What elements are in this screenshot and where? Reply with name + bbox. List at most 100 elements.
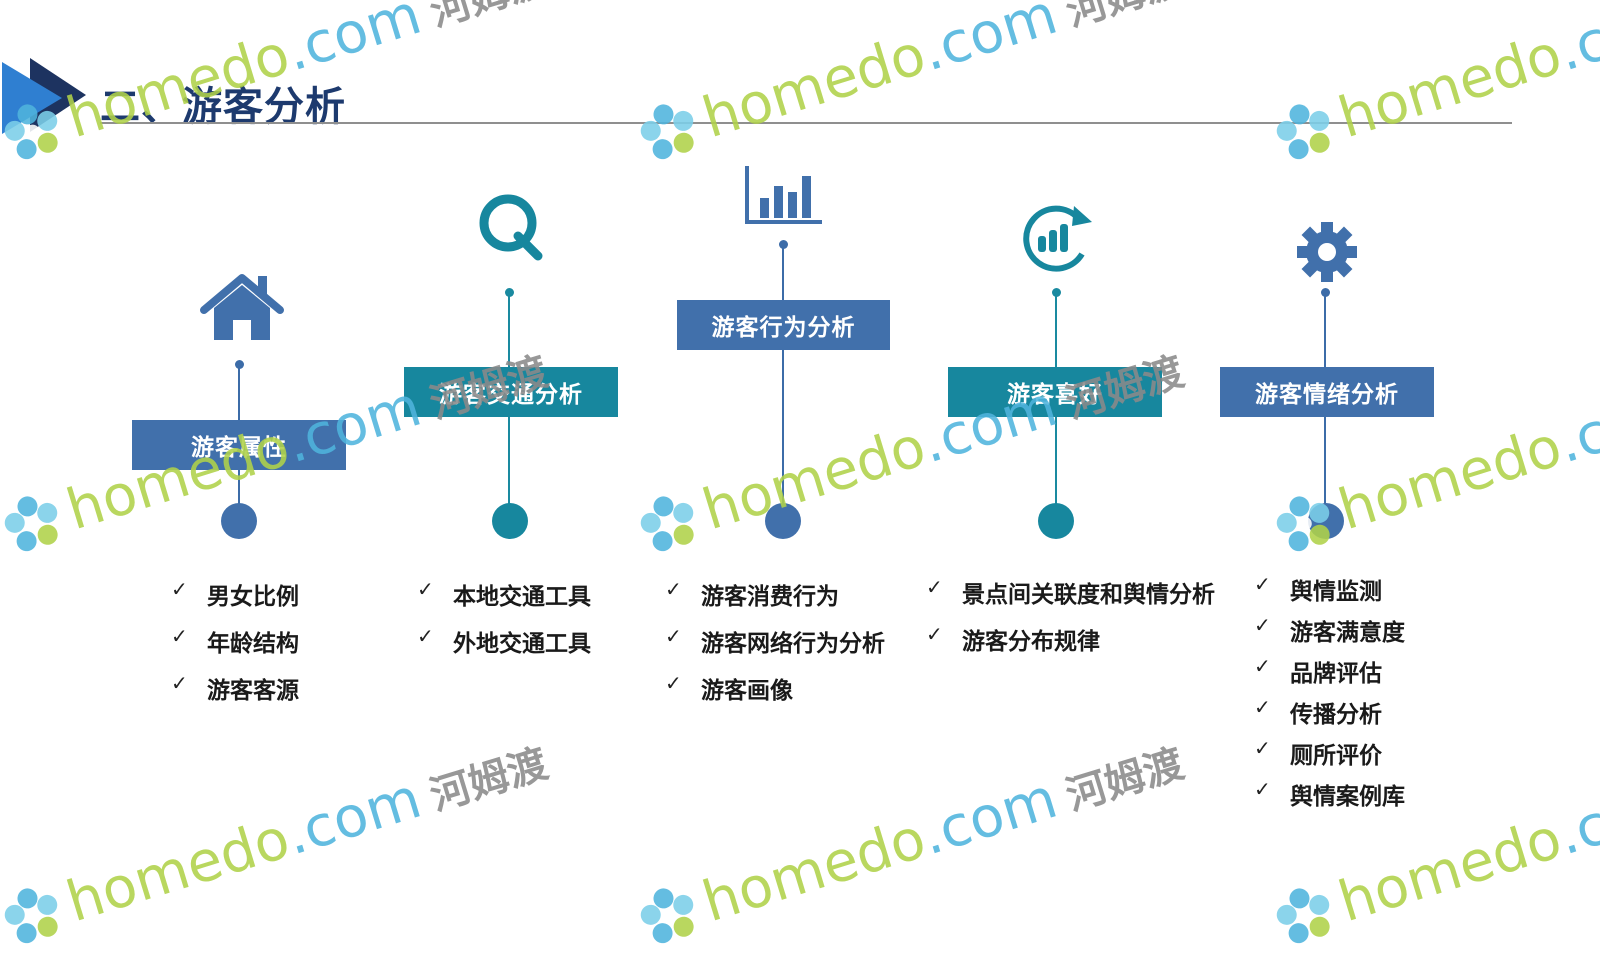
timeline-node (1308, 503, 1344, 539)
item-text: 厕所评价 (1290, 743, 1382, 769)
check-icon: ✓ (417, 577, 434, 601)
watermark-text: homedo (695, 22, 934, 152)
check-icon: ✓ (1254, 654, 1271, 678)
watermark-flower-icon (640, 495, 694, 551)
watermark-flower-icon (1276, 103, 1330, 159)
check-icon: ✓ (171, 624, 188, 648)
watermark-domain: .com (914, 0, 1065, 85)
item-list-attributes: ✓ 男女比例 ✓ 年龄结构 ✓ 游客客源 (171, 577, 299, 718)
item-text: 游客画像 (701, 678, 793, 704)
watermark-flower-icon (640, 887, 694, 943)
item-text: 游客满意度 (1290, 620, 1405, 646)
item-text: 游客消费行为 (701, 584, 839, 610)
watermark-cn: 河姆渡 (1058, 0, 1190, 37)
watermark-flower-icon (4, 495, 58, 551)
watermark-text: homedo (1331, 806, 1570, 936)
watermark-cn: 河姆渡 (422, 0, 554, 37)
check-icon: ✓ (665, 671, 682, 695)
list-item: ✓ 厕所评价 (1254, 736, 1405, 777)
item-list-behavior: ✓ 游客消费行为 ✓ 游客网络行为分析 ✓ 游客画像 (665, 577, 885, 718)
item-text: 游客网络行为分析 (701, 631, 885, 657)
label-box-preference: 游客喜好 (948, 367, 1162, 417)
bar-chart-icon (745, 166, 822, 224)
list-item: ✓ 游客分布规律 (926, 622, 1215, 669)
watermark-cn: 河姆渡 (1060, 740, 1190, 820)
item-text: 外地交通工具 (453, 631, 591, 657)
cycle-chart-icon (1023, 205, 1092, 272)
timeline-node (765, 503, 801, 539)
item-text: 游客客源 (207, 678, 299, 704)
watermark-domain: .com (278, 765, 429, 869)
item-text: 游客分布规律 (962, 629, 1100, 655)
list-item: ✓ 游客客源 (171, 671, 299, 718)
list-item: ✓ 景点间关联度和舆情分析 (926, 575, 1215, 622)
play-arrows-icon (2, 58, 86, 134)
check-icon: ✓ (926, 622, 943, 646)
check-icon: ✓ (665, 577, 682, 601)
watermark-domain: .com (1550, 373, 1600, 477)
list-item: ✓ 舆情案例库 (1254, 777, 1405, 818)
item-list-preference: ✓ 景点间关联度和舆情分析 ✓ 游客分布规律 (926, 575, 1215, 669)
check-icon: ✓ (1254, 613, 1271, 637)
watermark-cn: 河姆渡 (424, 740, 554, 820)
watermark-text: homedo (1331, 414, 1570, 544)
watermark-domain: .com (1550, 0, 1600, 85)
item-list-emotion: ✓ 舆情监测 ✓ 游客满意度 ✓ 品牌评估 ✓ 传播分析 ✓ 厕所评价 ✓ 舆情案例库 (1254, 572, 1405, 818)
home-icon (200, 274, 284, 340)
check-icon: ✓ (171, 577, 188, 601)
timeline-node (492, 503, 528, 539)
list-item: ✓ 男女比例 (171, 577, 299, 624)
item-text: 本地交通工具 (453, 584, 591, 610)
watermark-text: homedo (1331, 22, 1570, 152)
list-item: ✓ 游客满意度 (1254, 613, 1405, 654)
item-text: 传播分析 (1290, 702, 1382, 728)
watermark-domain: .com (1550, 765, 1600, 869)
watermark-domain: .com (914, 765, 1065, 869)
watermark-flower-icon (4, 887, 58, 943)
list-item: ✓ 游客画像 (665, 671, 885, 718)
watermark-flower-icon (1276, 887, 1330, 943)
stem-line (782, 244, 784, 518)
label-box-emotion: 游客情绪分析 (1220, 367, 1434, 417)
item-text: 舆情案例库 (1290, 784, 1405, 810)
item-text: 男女比例 (207, 584, 299, 610)
list-item: ✓ 游客消费行为 (665, 577, 885, 624)
list-item: ✓ 传播分析 (1254, 695, 1405, 736)
watermark-flower-icon (640, 103, 694, 159)
label-box-behavior: 游客行为分析 (677, 300, 890, 350)
list-item: ✓ 品牌评估 (1254, 654, 1405, 695)
list-item: ✓ 本地交通工具 (417, 577, 591, 624)
gear-icon (1297, 222, 1357, 282)
check-icon: ✓ (926, 575, 943, 599)
item-text: 年龄结构 (207, 631, 299, 657)
search-q-icon (479, 194, 543, 261)
watermark-text: homedo (695, 806, 934, 936)
watermark-text: homedo (695, 414, 934, 544)
list-item: ✓ 外地交通工具 (417, 624, 591, 671)
label-box-transport: 游客交通分析 (404, 367, 618, 417)
item-text: 舆情监测 (1290, 579, 1382, 605)
label-box-attributes: 游客属性 (132, 420, 346, 470)
check-icon: ✓ (665, 624, 682, 648)
timeline-node (221, 503, 257, 539)
list-item: ✓ 舆情监测 (1254, 572, 1405, 613)
item-text: 品牌评估 (1290, 661, 1382, 687)
title-divider (100, 122, 1512, 124)
list-item: ✓ 游客网络行为分析 (665, 624, 885, 671)
watermark-text: homedo (59, 806, 298, 936)
timeline-node (1038, 503, 1074, 539)
check-icon: ✓ (1254, 572, 1271, 596)
item-list-transport: ✓ 本地交通工具 ✓ 外地交通工具 (417, 577, 591, 671)
check-icon: ✓ (417, 624, 434, 648)
check-icon: ✓ (1254, 695, 1271, 719)
watermark: homedo.com (1264, 0, 1600, 172)
check-icon: ✓ (171, 671, 188, 695)
check-icon: ✓ (1254, 777, 1271, 801)
item-text: 景点间关联度和舆情分析 (962, 582, 1215, 608)
watermark-domain: .com (278, 0, 429, 85)
check-icon: ✓ (1254, 736, 1271, 760)
